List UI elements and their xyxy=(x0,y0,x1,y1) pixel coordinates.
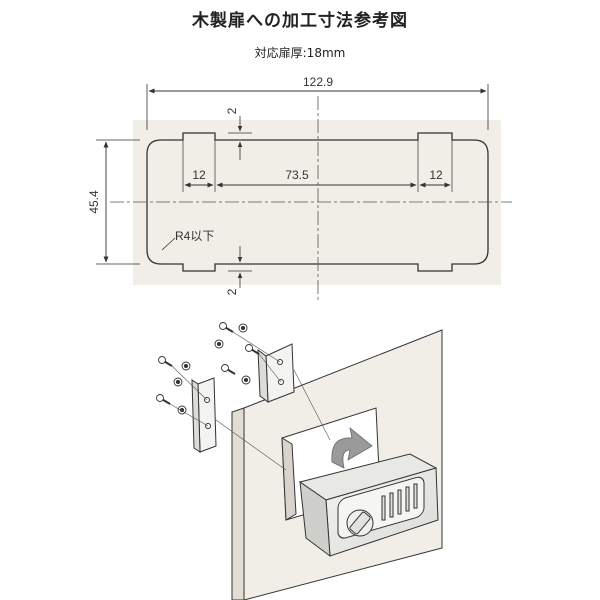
lock-body xyxy=(298,453,439,558)
mounting-screws xyxy=(156,322,260,415)
door-thickness-note: 対応扉厚:18mm xyxy=(254,46,346,60)
width-label: 122.9 xyxy=(303,75,333,89)
dial-handle xyxy=(349,511,371,535)
height-label: 45.4 xyxy=(87,190,101,214)
top-notch-label: 2 xyxy=(225,107,239,114)
door-panel-edge xyxy=(231,407,245,600)
bottom-notch-label: 2 xyxy=(225,288,239,295)
cutout-outline xyxy=(146,132,489,272)
lock-vents xyxy=(381,483,418,521)
cutout-panel-background xyxy=(133,120,501,285)
right-notch-label: 12 xyxy=(429,168,443,182)
cutout-inner-wall xyxy=(281,437,297,521)
insertion-arrow xyxy=(331,426,373,469)
center-span-label: 73.5 xyxy=(285,168,309,182)
radius-leader-line xyxy=(161,237,176,251)
assembly-guide-lines xyxy=(169,331,331,471)
assembly-illustration xyxy=(191,329,443,600)
left-notch-label: 12 xyxy=(192,168,206,182)
diagram-title: 木製扉への加工寸法参考図 xyxy=(192,11,408,31)
right-mounting-bracket xyxy=(257,343,295,404)
corner-radius-label: R4以下 xyxy=(175,229,214,243)
left-mounting-bracket xyxy=(191,377,217,453)
